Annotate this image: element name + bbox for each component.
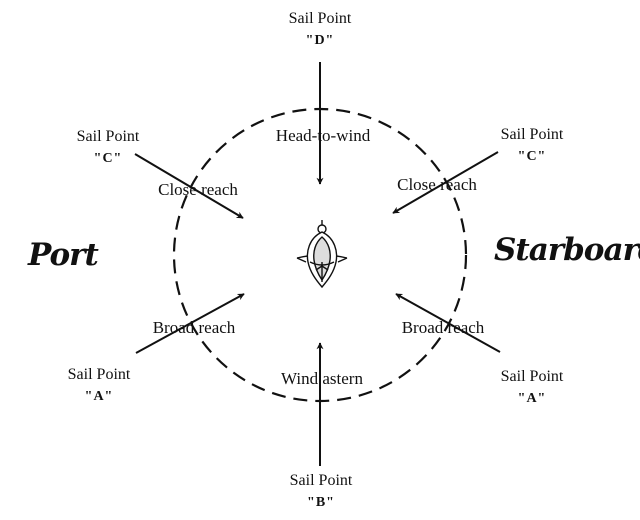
sail-point-c-right-id: "C": [517, 149, 547, 164]
arrow-broad-reach-left: [135, 293, 245, 354]
sail-point-d-label: Sail Point "D": [260, 8, 380, 52]
zone-close-reach-right: Close reach: [397, 175, 477, 194]
arrow-broad-reach-right: [395, 293, 501, 353]
sail-point-d-title: Sail Point: [288, 10, 352, 27]
sail-point-c-left-id: "C": [93, 151, 123, 166]
zone-head-to-wind: Head-to-wind: [275, 126, 371, 145]
zone-wind-astern: Wind astern: [281, 369, 363, 388]
sail-point-a-right-label: Sail Point "A": [472, 366, 592, 410]
sail-point-b-id: "B": [307, 495, 335, 510]
zone-broad-reach-left: Broad reach: [152, 318, 236, 337]
sail-point-c-right-label: Sail Point "C": [472, 124, 592, 168]
zone-close-reach-left: Close reach: [158, 180, 238, 199]
zone-broad-reach-right: Broad reach: [401, 318, 485, 337]
sail-point-d-id: "D": [305, 33, 335, 48]
sail-point-c-left-label: Sail Point "C": [48, 126, 168, 170]
arrow-close-reach-left: [134, 153, 244, 219]
starboard-label: Starboard: [494, 232, 640, 268]
sail-point-a-left-id: "A": [84, 389, 114, 404]
arrow-close-reach-right: [392, 151, 499, 214]
sail-point-b-label: Sail Point "B": [261, 470, 381, 514]
sail-point-a-left-label: Sail Point "A": [39, 364, 159, 408]
sail-point-c-right-title: Sail Point: [500, 126, 564, 143]
sail-point-a-left-title: Sail Point: [67, 366, 131, 383]
sail-point-a-right-title: Sail Point: [500, 368, 564, 385]
sail-point-b-title: Sail Point: [289, 472, 353, 489]
ship-icon: [296, 220, 348, 289]
port-label: Port: [28, 237, 99, 273]
sail-point-a-right-id: "A": [517, 391, 547, 406]
sail-point-c-left-title: Sail Point: [76, 128, 140, 145]
